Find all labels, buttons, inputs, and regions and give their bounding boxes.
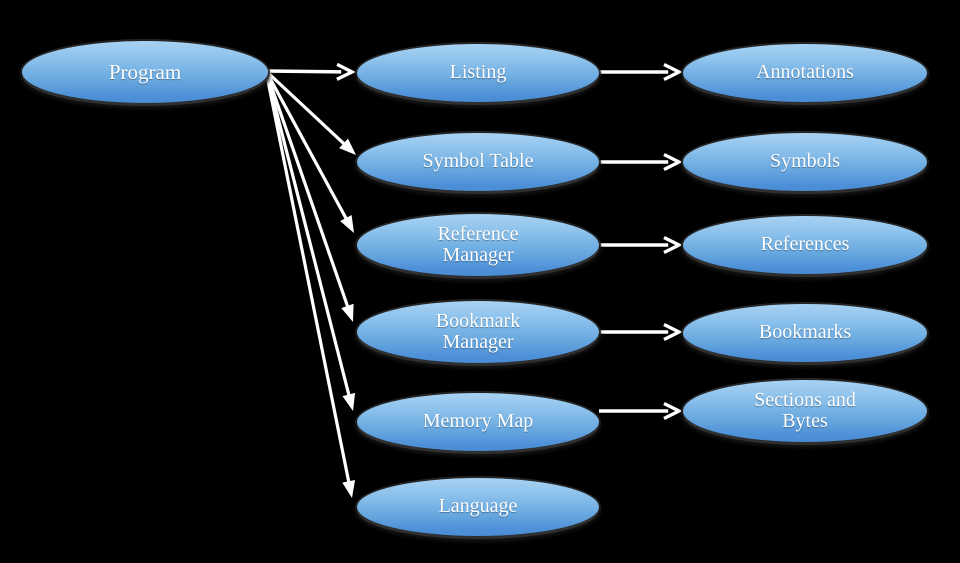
- node-memory-map[interactable]: Memory Map: [357, 393, 599, 451]
- node-symbols[interactable]: Symbols: [683, 133, 927, 191]
- node-label: Sections and Bytes: [754, 388, 856, 432]
- node-reference-manager[interactable]: Reference Manager: [357, 214, 599, 276]
- node-label: Reference Manager: [437, 222, 519, 266]
- node-label: Program: [108, 59, 182, 84]
- node-label: Symbols: [769, 150, 841, 173]
- node-bookmarks[interactable]: Bookmarks: [683, 304, 927, 362]
- node-program[interactable]: Program: [22, 41, 268, 103]
- node-label: Bookmark Manager: [435, 309, 521, 353]
- node-references[interactable]: References: [683, 216, 927, 274]
- node-label: Language: [438, 495, 518, 518]
- node-bookmark-manager[interactable]: Bookmark Manager: [357, 301, 599, 363]
- node-label: Bookmarks: [758, 321, 852, 344]
- node-sections-and-bytes[interactable]: Sections and Bytes: [683, 380, 927, 442]
- node-label: Symbol Table: [422, 150, 534, 173]
- node-label: Listing: [449, 61, 507, 84]
- node-listing[interactable]: Listing: [357, 44, 599, 102]
- node-language[interactable]: Language: [357, 478, 599, 536]
- node-symbol-table[interactable]: Symbol Table: [357, 133, 599, 191]
- node-label: References: [760, 233, 850, 256]
- node-label: Memory Map: [422, 410, 534, 433]
- node-annotations[interactable]: Annotations: [683, 44, 927, 102]
- node-label: Annotations: [756, 61, 854, 84]
